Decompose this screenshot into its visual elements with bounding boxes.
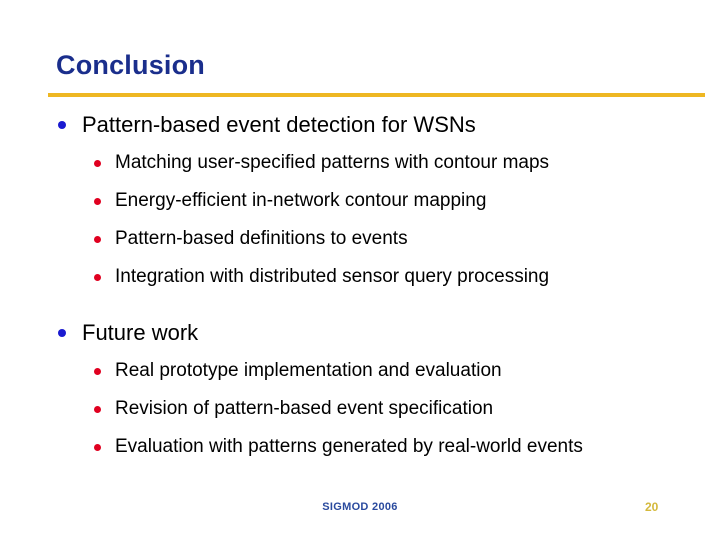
bullet-group-2: Future work Real prototype implementatio… [0,316,720,466]
red-dot-bullet-icon [94,160,101,167]
level2-bullet-label: Integration with distributed sensor quer… [115,266,550,287]
level1-bullet-item: Pattern-based event detection for WSNs [0,108,720,142]
blue-dot-bullet-icon [58,121,66,129]
red-dot-bullet-icon [94,274,101,281]
level2-bullet-item: Energy-efficient in-network contour mapp… [0,182,720,220]
level2-bullet-item: Matching user-specified patterns with co… [0,144,720,182]
red-dot-bullet-icon [94,198,101,205]
red-dot-bullet-icon [94,406,101,413]
level2-bullet-list: Real prototype implementation and evalua… [0,352,720,466]
level2-bullet-item: Integration with distributed sensor quer… [0,258,720,296]
level2-bullet-label: Matching user-specified patterns with co… [115,152,550,173]
footer-page-number: 20 [645,500,659,514]
level2-bullet-label: Energy-efficient in-network contour mapp… [115,190,487,211]
level2-bullet-item: Evaluation with patterns generated by re… [0,428,720,466]
bullet-group-1: Pattern-based event detection for WSNs M… [0,108,720,296]
footer-conference-label: SIGMOD 2006 [322,501,398,513]
slide-body: Pattern-based event detection for WSNs M… [0,108,720,466]
red-dot-bullet-icon [94,368,101,375]
level2-bullet-label: Pattern-based definitions to events [115,228,408,249]
level2-bullet-item: Pattern-based definitions to events [0,220,720,258]
title-underline-rule [48,93,705,97]
red-dot-bullet-icon [94,444,101,451]
level2-bullet-item: Real prototype implementation and evalua… [0,352,720,390]
level1-bullet-label: Pattern-based event detection for WSNs [82,112,476,137]
level2-bullet-item: Revision of pattern-based event specific… [0,390,720,428]
level2-bullet-label: Revision of pattern-based event specific… [115,398,494,419]
slide-title: Conclusion [56,50,205,80]
level2-bullet-list: Matching user-specified patterns with co… [0,144,720,296]
level2-bullet-label: Real prototype implementation and evalua… [115,360,502,381]
level1-bullet-label: Future work [82,320,199,345]
red-dot-bullet-icon [94,236,101,243]
level2-bullet-label: Evaluation with patterns generated by re… [115,436,583,457]
level1-bullet-item: Future work [0,316,720,350]
blue-dot-bullet-icon [58,329,66,337]
